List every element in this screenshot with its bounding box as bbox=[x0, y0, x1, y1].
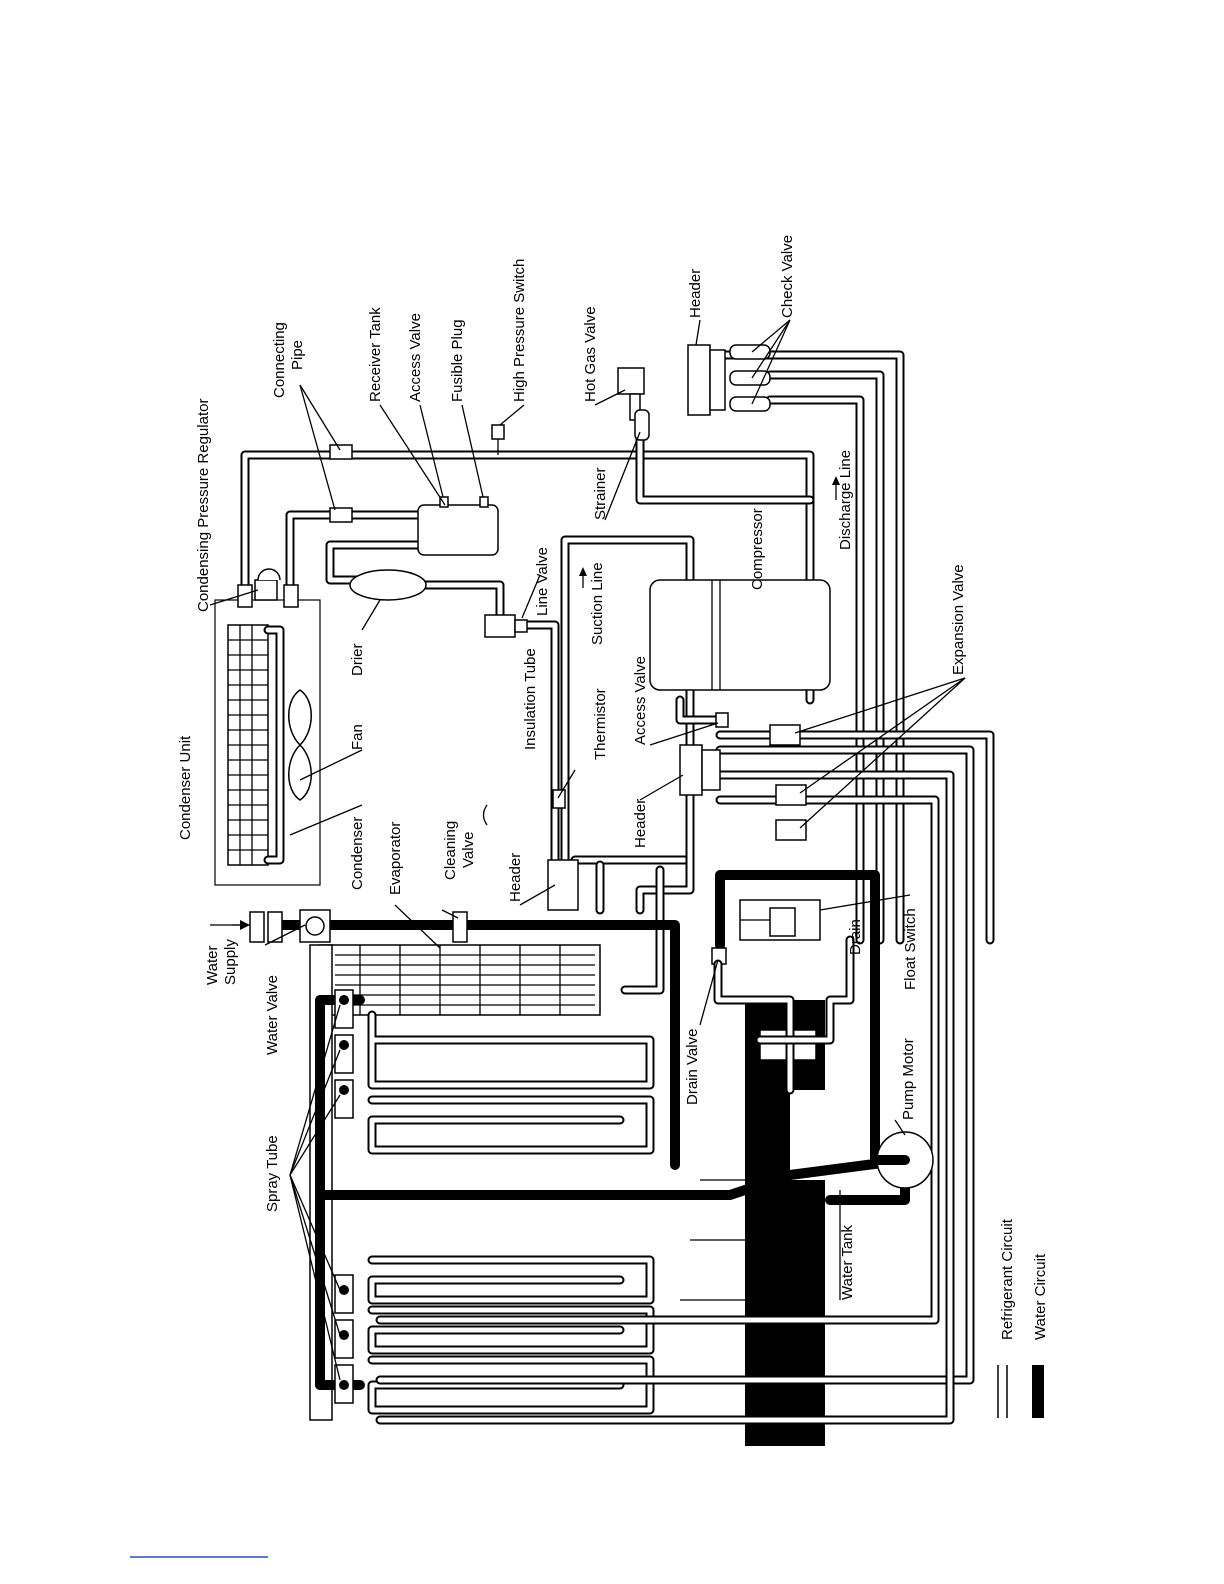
fan bbox=[288, 689, 312, 801]
label-receiver-tank: Receiver Tank bbox=[367, 307, 384, 402]
label-strainer: Strainer bbox=[592, 467, 609, 520]
label-check-valve: Check Valve bbox=[779, 235, 796, 318]
label-header-left: Header bbox=[507, 853, 524, 902]
label-water-tank: Water Tank bbox=[839, 1224, 856, 1300]
legend-water-label: Water Circuit bbox=[1032, 1253, 1049, 1340]
label-cleaning-valve-2: Valve bbox=[460, 832, 477, 868]
line-valve bbox=[484, 614, 528, 638]
label-connecting-pipe-2: Pipe bbox=[289, 340, 306, 370]
label-condenser-unit: Condenser Unit bbox=[177, 735, 194, 840]
labels: Condensing Pressure Regulator Connecting… bbox=[177, 235, 967, 1300]
label-evaporator: Evaporator bbox=[387, 822, 404, 895]
condensing-pressure-regulator bbox=[254, 568, 281, 601]
label-pump-motor: Pump Motor bbox=[900, 1038, 917, 1120]
label-header-top: Header bbox=[687, 269, 704, 318]
label-drain-valve: Drain Valve bbox=[684, 1029, 701, 1105]
high-pressure-switch bbox=[491, 424, 505, 455]
label-float-switch: Float Switch bbox=[902, 908, 919, 990]
label-water-valve: Water Valve bbox=[264, 975, 281, 1055]
thermistor bbox=[552, 789, 566, 809]
header-mid bbox=[679, 744, 721, 796]
label-cleaning-valve-1: Cleaning bbox=[442, 821, 459, 880]
label-condenser: Condenser bbox=[349, 817, 366, 890]
leader-lines bbox=[209, 319, 966, 1381]
label-condensing-pressure-regulator: Condensing Pressure Regulator bbox=[195, 399, 212, 612]
label-hot-gas-valve: Hot Gas Valve bbox=[582, 306, 599, 402]
spray-tubes bbox=[334, 989, 354, 1404]
connecting-pipe-fittings bbox=[237, 444, 353, 608]
legend-refrigerant-label: Refrigerant Circuit bbox=[999, 1218, 1016, 1340]
label-high-pressure-switch: High Pressure Switch bbox=[511, 259, 528, 402]
label-water-supply-2: Supply bbox=[222, 939, 239, 985]
flow-arrows bbox=[579, 476, 840, 588]
legend-water-symbol bbox=[1032, 1365, 1044, 1418]
water-tank bbox=[680, 1000, 825, 1446]
strainer bbox=[634, 409, 650, 441]
label-discharge-line: Discharge Line bbox=[837, 450, 854, 550]
header-top bbox=[687, 344, 726, 416]
label-fusible-plug: Fusible Plug bbox=[449, 319, 466, 402]
label-drier: Drier bbox=[349, 643, 366, 676]
compressor bbox=[649, 579, 831, 691]
access-valve-mid bbox=[715, 712, 729, 728]
hot-gas-valve bbox=[617, 367, 645, 421]
label-water-supply-1: Water bbox=[204, 946, 221, 985]
label-header-mid: Header bbox=[632, 799, 649, 848]
check-valves bbox=[729, 344, 771, 412]
evaporator-tubes bbox=[367, 1010, 655, 1415]
label-spray-tube: Spray Tube bbox=[264, 1135, 281, 1212]
legend: Refrigerant Circuit Water Circuit bbox=[997, 1218, 1049, 1418]
label-insulation-tube: Insulation Tube bbox=[522, 648, 539, 750]
legend-refrigerant-symbol bbox=[997, 1365, 1008, 1418]
header-left bbox=[547, 859, 579, 911]
water-valve bbox=[299, 909, 331, 943]
label-thermistor: Thermistor bbox=[592, 688, 609, 760]
pump-motor bbox=[870, 1131, 934, 1189]
receiver-tank bbox=[417, 496, 499, 556]
expansion-valves bbox=[769, 724, 807, 841]
condenser-unit bbox=[214, 599, 321, 886]
water-supply-fitting bbox=[232, 911, 283, 943]
label-line-valve: Line Valve bbox=[534, 547, 551, 616]
cleaning-valve bbox=[452, 911, 468, 943]
label-suction-line: Suction Line bbox=[589, 562, 606, 645]
label-access-valve-mid: Access Valve bbox=[632, 656, 649, 745]
label-expansion-valve: Expansion Valve bbox=[950, 564, 967, 675]
label-fan: Fan bbox=[349, 724, 366, 750]
float-switch bbox=[739, 899, 821, 941]
label-connecting-pipe-1: Connecting bbox=[271, 322, 288, 398]
label-access-valve-top: Access Valve bbox=[407, 313, 424, 402]
label-compressor: Compressor bbox=[749, 508, 766, 590]
refrigerant-pipes bbox=[240, 350, 995, 1425]
drain-valve bbox=[711, 935, 855, 1095]
drier bbox=[349, 569, 427, 601]
label-drain: Drain bbox=[847, 919, 864, 955]
